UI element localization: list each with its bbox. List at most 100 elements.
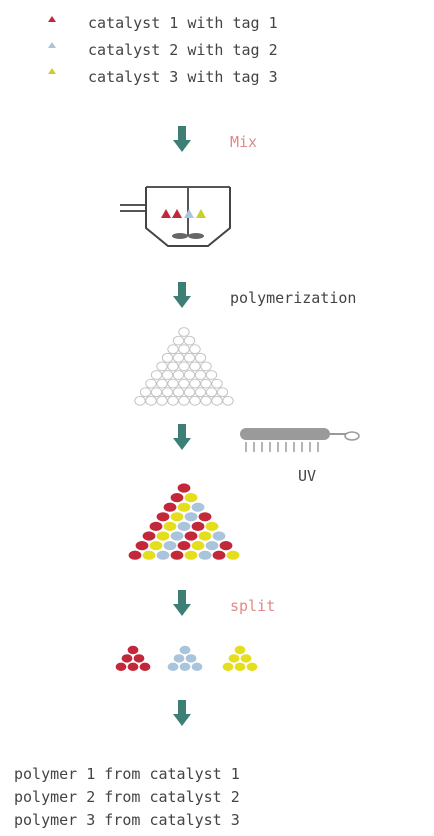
colored-bead — [184, 512, 198, 522]
gray-bead — [183, 370, 196, 380]
colored-bead — [191, 541, 205, 551]
gray-bead — [161, 352, 174, 363]
bead — [234, 645, 246, 655]
gray-bead — [167, 361, 179, 372]
red-triangle-icon — [161, 209, 171, 218]
colored-bead — [170, 550, 184, 560]
gray-bead — [189, 361, 201, 372]
colored-bead — [177, 502, 191, 512]
gray-bead — [194, 370, 207, 380]
colored-bead — [142, 550, 156, 560]
legend-item-2: catalyst 2 with tag 2 — [48, 41, 278, 59]
gray-bead — [178, 378, 190, 389]
gray-polymer-pile — [134, 327, 234, 406]
yellow-triangle-icon — [48, 68, 56, 74]
red-triangle-icon — [48, 16, 56, 22]
uv-lamp-icon — [240, 428, 360, 452]
gray-bead — [183, 335, 196, 346]
colored-bead — [149, 541, 163, 551]
red-triangle-icon — [172, 209, 182, 218]
bead — [234, 662, 246, 671]
gray-bead — [200, 378, 212, 389]
gray-bead — [211, 395, 223, 406]
colored-bead — [177, 541, 191, 551]
bead — [139, 662, 151, 671]
bead — [246, 662, 258, 671]
result-line-3: polymer 3 from catalyst 3 — [14, 811, 240, 829]
colored-bead — [212, 550, 226, 560]
colored-bead — [198, 512, 212, 522]
colored-bead — [212, 531, 226, 541]
bead — [191, 662, 203, 671]
bead — [127, 662, 139, 671]
arrow-down-icon — [173, 590, 191, 616]
step-label-mix: Mix — [230, 133, 257, 151]
gray-bead — [156, 395, 168, 406]
bead — [179, 662, 191, 671]
colored-bead — [142, 531, 156, 541]
yellow-polymer-pile — [222, 645, 258, 671]
gray-bead — [156, 361, 168, 372]
bead — [167, 662, 179, 671]
arrow-down-icon — [173, 126, 191, 152]
colored-bead — [163, 502, 177, 512]
step-label-polymerization: polymerization — [230, 289, 356, 307]
colored-bead — [226, 550, 240, 560]
gray-bead — [172, 387, 185, 398]
colored-bead — [163, 541, 177, 551]
result-line-2: polymer 2 from catalyst 2 — [14, 788, 240, 806]
gray-bead — [172, 370, 185, 380]
gray-bead — [216, 387, 229, 398]
step-label-split: split — [230, 597, 275, 615]
bead — [222, 662, 234, 671]
results-list: polymer 1 from catalyst 1 polymer 2 from… — [14, 765, 240, 829]
bead — [240, 654, 252, 663]
colored-bead — [170, 493, 184, 503]
gray-bead — [161, 387, 174, 398]
gray-bead — [183, 387, 196, 398]
arrow-down-icon — [173, 282, 191, 308]
colored-polymer-pile — [128, 483, 240, 560]
gray-bead — [211, 378, 223, 389]
gray-bead — [205, 370, 218, 380]
gray-bead — [205, 387, 218, 398]
colored-bead — [191, 502, 205, 512]
gray-bead — [172, 335, 185, 346]
yellow-triangle-icon — [196, 209, 206, 218]
legend: catalyst 1 with tag 1 catalyst 2 with ta… — [48, 14, 278, 86]
legend-label-2: catalyst 2 with tag 2 — [88, 41, 278, 59]
gray-bead — [139, 387, 152, 398]
gray-bead — [167, 395, 179, 406]
gray-bead — [145, 378, 157, 389]
gray-bead — [189, 344, 201, 355]
bead — [133, 654, 145, 663]
gray-bead — [167, 344, 179, 355]
gray-bead — [178, 395, 190, 406]
arrow-down-icon — [173, 700, 191, 726]
bead — [179, 645, 191, 655]
colored-bead — [184, 550, 198, 560]
blue-triangle-icon — [184, 209, 194, 218]
legend-item-3: catalyst 3 with tag 3 — [48, 68, 278, 86]
uv-rays — [245, 442, 319, 452]
colored-bead — [184, 531, 198, 541]
bead — [115, 662, 127, 671]
result-line-1: polymer 1 from catalyst 1 — [14, 765, 240, 783]
colored-bead — [177, 483, 191, 493]
gray-bead — [178, 327, 190, 337]
colored-bead — [128, 550, 142, 560]
legend-label-3: catalyst 3 with tag 3 — [88, 68, 278, 86]
colored-bead — [156, 550, 170, 560]
colored-bead — [191, 521, 205, 532]
gray-bead — [183, 352, 196, 363]
gray-bead — [189, 378, 201, 389]
colored-bead — [149, 521, 163, 532]
colored-bead — [156, 531, 170, 541]
gray-bead — [161, 370, 174, 380]
colored-bead — [198, 550, 212, 560]
gray-bead — [222, 395, 234, 406]
bead — [121, 654, 133, 663]
gray-bead — [156, 378, 168, 389]
gray-bead — [167, 378, 179, 389]
